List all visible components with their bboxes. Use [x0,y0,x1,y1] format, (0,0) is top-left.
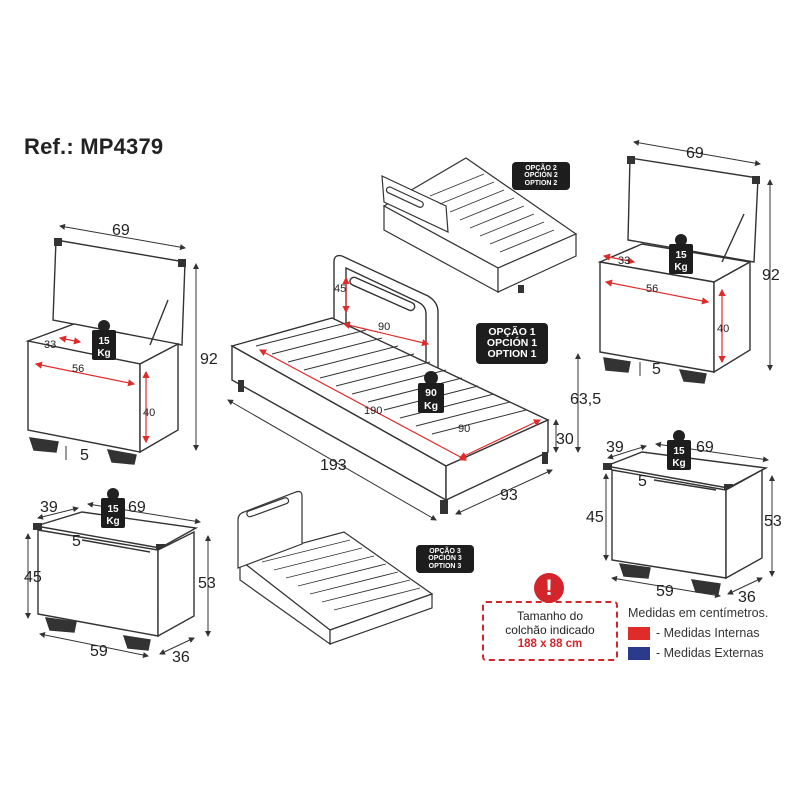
dim-chest-closed-right-total-height: 53 [764,513,782,530]
dim-chest-closed-left-bottom-depth: 36 [172,649,190,666]
load-chest-open-right-value: 15 [675,250,687,261]
dim-bed-base-height: 30 [556,431,574,448]
option3-en: OPTION 3 [428,562,462,570]
dim-bed-width: 93 [500,487,518,504]
dim-chest-closed-right-width: 69 [696,439,714,456]
dim-chest-closed-left-bottom-width: 59 [90,643,108,660]
load-chest-open-right-unit: Kg [674,262,687,273]
chest-open-left-dims: 69 92 33 56 40 5 15 Kg [34,222,218,464]
dim-chest-closed-right-gap: 5 [638,473,647,490]
legend-external-label: - Medidas Externas [656,646,764,660]
dim-bed-length: 193 [320,457,347,474]
dim-chest-closed-right-body-height: 45 [586,509,604,526]
load-chest-open-left-value: 15 [98,336,110,347]
dim-chest-open-depth: 33 [44,339,56,351]
dim-bed-height: 63,5 [570,391,601,408]
dim-bed-mattress-width-side: 90 [458,423,470,435]
option2-es: OPCIÓN 2 [524,172,558,180]
dim-chest-closed-left-width: 69 [128,499,146,516]
option2-pt: OPÇÃO 2 [525,165,557,172]
option1-label: OPÇÃO 1 OPCIÓN 1 OPTION 1 [476,323,548,365]
dim-chest-open-right-depth: 33 [618,255,630,267]
alert-icon: ! [534,573,564,603]
option2-en: OPTION 2 [524,179,558,187]
load-chest-closed-right-value: 15 [673,446,685,457]
dim-bed-headboard: 45 [334,283,346,295]
dim-chest-closed-right-depth: 39 [606,439,624,456]
legend-internal: - Medidas Internas [628,626,768,640]
mattress-line1: Tamanho do [516,609,584,623]
mattress-note: Tamanho do colchão indicado 188 x 88 cm [482,601,618,661]
legend-external-swatch [628,646,650,660]
option1-pt: OPÇÃO 1 [488,326,536,338]
dim-chest-closed-left-depth: 39 [40,499,58,516]
legend: Medidas em centímetros. - Medidas Intern… [628,606,768,660]
load-chest-open-left-unit: Kg [97,348,110,359]
bed-option2 [381,157,578,294]
option3-es: OPCIÓN 3 [428,555,462,563]
bed-option3 [237,490,434,646]
dim-chest-open-inner-height: 40 [143,407,155,419]
dim-bed-mattress-width-top: 90 [378,321,390,333]
load-bed-unit: Kg [424,400,438,412]
legend-internal-swatch [628,626,650,640]
option3-pt: OPÇÃO 3 [429,548,461,555]
load-chest-closed-right-unit: Kg [672,458,685,469]
chest-closed-right [603,451,769,595]
option2-label: OPÇÃO 2 OPCIÓN 2 OPTION 2 [512,162,570,191]
dim-chest-open-right-inner-height: 40 [717,323,729,335]
dim-chest-open-right-height: 92 [762,267,780,284]
legend-external: - Medidas Externas [628,646,768,660]
bed-option1-dims: 193 93 63,5 30 45 190 90 90 90 Kg [227,276,601,521]
dim-chest-open-width: 69 [112,222,130,239]
dim-chest-open-foot: 5 [80,447,89,464]
option1-en: OPTION 1 [487,348,537,361]
mattress-size: 188 x 88 cm [517,638,583,650]
option3-label: OPÇÃO 3 OPCIÓN 3 OPTION 3 [416,545,474,574]
load-bed-value: 90 [425,387,437,399]
dim-chest-open-right-inner-width: 56 [646,283,658,295]
dim-chest-closed-right-bottom-depth: 36 [738,589,756,606]
dim-bed-mattress-length: 190 [364,405,382,417]
load-chest-closed-left-unit: Kg [106,516,119,527]
legend-internal-label: - Medidas Internas [656,626,760,640]
load-chest-closed-left-value: 15 [107,504,119,515]
dim-chest-open-right-foot: 5 [652,361,661,378]
dim-chest-closed-left-gap: 5 [72,533,81,550]
chest-open-right-dims: 69 92 33 56 40 5 15 Kg [602,139,780,378]
chest-closed-right-dims: 39 69 45 53 59 36 5 15 Kg [586,430,782,606]
dim-chest-closed-left-total-height: 53 [198,575,216,592]
reference-code: Ref.: MP4379 [24,134,164,159]
bed-option1 [230,254,550,514]
legend-title: Medidas em centímetros. [628,606,769,620]
option1-es: OPCIÓN 1 [486,337,538,350]
chest-closed-left-dims: 39 69 45 53 59 36 5 15 Kg [24,488,216,666]
chest-closed-left [33,511,199,651]
dim-chest-closed-left-body-height: 45 [24,569,42,586]
dim-chest-open-right-width: 69 [686,145,704,162]
dim-chest-closed-right-bottom-width: 59 [656,583,674,600]
dim-chest-open-inner-width: 56 [72,363,84,375]
mattress-line2: colchão indicado [505,623,595,637]
dim-chest-open-height: 92 [200,351,218,368]
